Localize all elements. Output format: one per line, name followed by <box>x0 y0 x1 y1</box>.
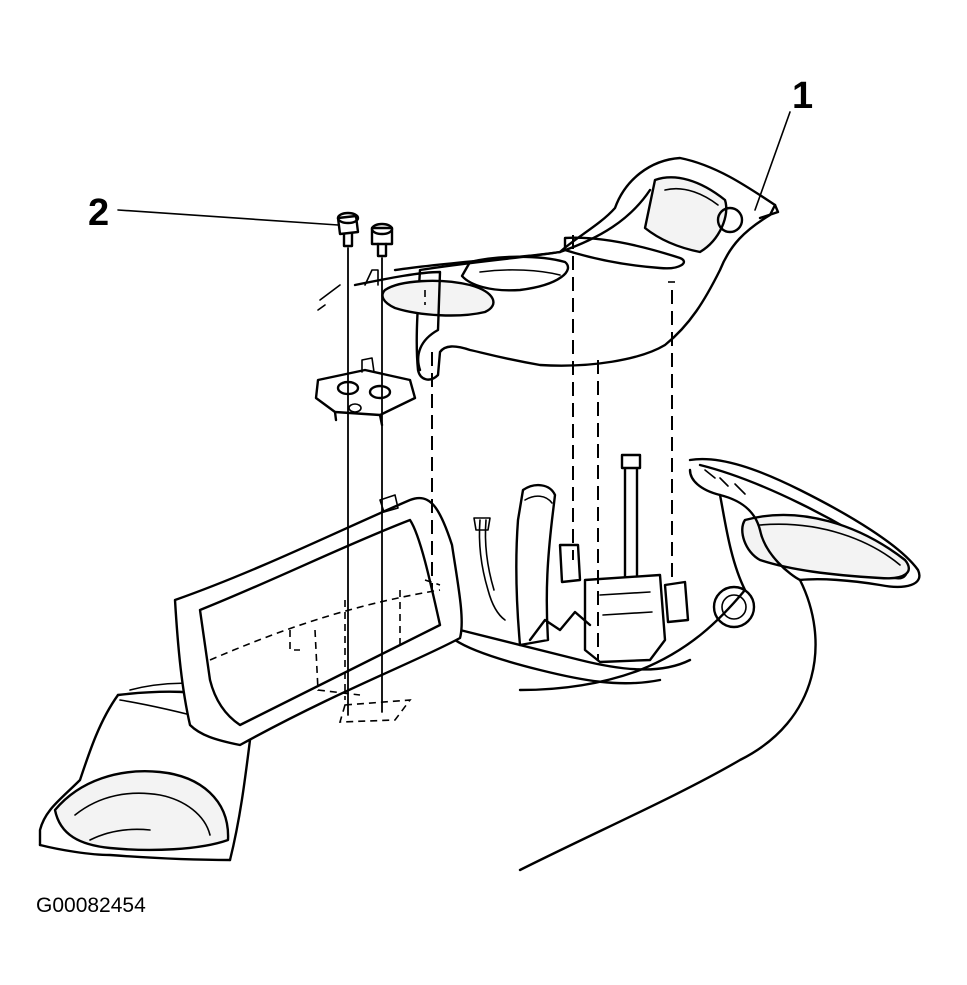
shifter-area <box>473 453 690 664</box>
figure-id: G00082454 <box>36 894 146 917</box>
upper-console-part-1 <box>314 156 780 660</box>
storage-bin-frame <box>173 494 463 747</box>
callout-1: 1 <box>754 75 813 211</box>
bolts-part-2 <box>336 211 394 716</box>
callout-label-1: 1 <box>792 75 813 117</box>
lower-console-base <box>38 457 921 872</box>
callout-label-2: 2 <box>88 192 109 234</box>
callout-2: 2 <box>88 192 339 234</box>
